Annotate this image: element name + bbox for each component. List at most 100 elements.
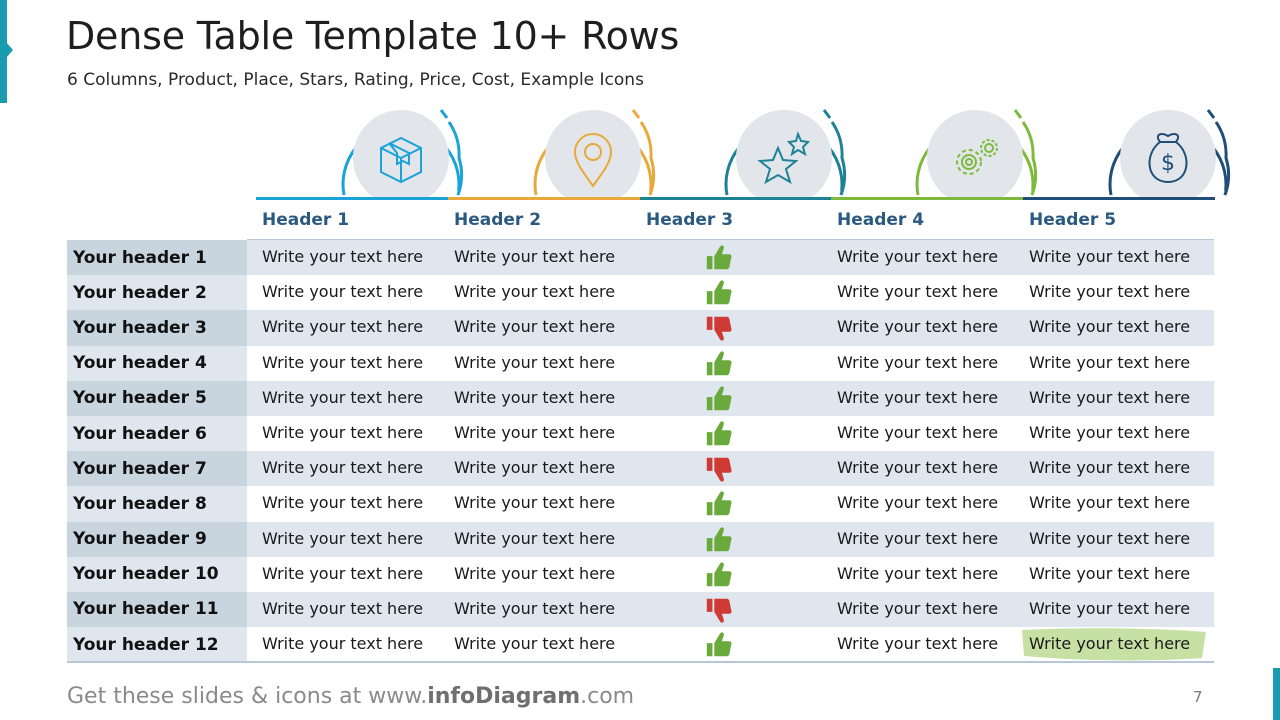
right-accent-bar xyxy=(1273,668,1280,720)
table-cell: Write your text here xyxy=(454,422,616,442)
money-bag-icon: $ xyxy=(1148,133,1188,184)
table-cell: Write your text here xyxy=(1029,387,1191,407)
thumbs-up-icon xyxy=(706,562,732,586)
table-cell: Write your text here xyxy=(262,563,424,583)
column-icon-4 xyxy=(911,100,1039,200)
thumbs-up-icon xyxy=(706,386,732,410)
table-cell: Write your text here xyxy=(837,563,999,583)
column-header-4: Header 4 xyxy=(837,210,925,230)
table-cell: Write your text here xyxy=(837,247,999,266)
table-cell: Write your text here xyxy=(454,458,616,478)
table-row: Your header 10 Write your text here Write … xyxy=(67,556,1214,592)
table-cell: Write your text here xyxy=(1029,247,1191,266)
column-header-5: Header 5 xyxy=(1029,210,1117,230)
table-cell: Write your text here xyxy=(262,317,424,337)
column-header-2: Header 2 xyxy=(454,210,542,230)
thumbs-up-icon xyxy=(706,245,732,270)
table-row: Your header 2 Write your text here Write y… xyxy=(67,275,1214,311)
table-cell: Write your text here xyxy=(837,422,999,442)
location-pin-icon xyxy=(573,133,613,188)
column-underline-3 xyxy=(640,197,831,200)
table-cell: Write your text here xyxy=(837,528,999,548)
table-cell: Write your text here xyxy=(1029,563,1191,583)
footer-prefix: Get these slides & icons at www. xyxy=(67,684,428,709)
table-cell: Write your text here xyxy=(454,634,616,654)
table-cell: Write your text here xyxy=(837,598,999,618)
table-cell: Write your text here xyxy=(262,528,424,548)
table-cell: Write your text here xyxy=(262,598,424,618)
table-bottom-rule xyxy=(67,661,1214,663)
thumbs-up-icon xyxy=(706,526,732,551)
table-cell: Write your text here xyxy=(837,317,999,337)
column-underline-5 xyxy=(1023,197,1215,200)
row-header: Your header 5 xyxy=(67,380,247,416)
table-cell: Write your text here xyxy=(454,387,616,407)
table-cell: Write your text here xyxy=(454,317,616,337)
table-cell: Write your text here xyxy=(837,493,999,513)
table-cell: Write your text here xyxy=(454,563,616,583)
gears-icon xyxy=(956,139,998,175)
column-header-1: Header 1 xyxy=(262,210,350,230)
column-icon-2 xyxy=(529,100,657,200)
column-icon-3 xyxy=(720,100,848,200)
column-underline-4 xyxy=(831,197,1023,200)
table-row: Your header 1 Write your text here Write y… xyxy=(67,240,1214,276)
table-cell: Write your text here xyxy=(454,247,616,266)
table-cell: Write your text here xyxy=(837,458,999,478)
row-header: Your header 12 xyxy=(67,627,247,663)
row-header: Your header 11 xyxy=(67,591,247,628)
table-cell: Write your text here xyxy=(837,387,999,407)
table-cell: Write your text here xyxy=(262,282,424,302)
table-cell: Write your text here xyxy=(454,352,616,372)
table-cell: Write your text here xyxy=(262,352,424,372)
footer-text: Get these slides & icons at www.infoDiag… xyxy=(67,684,634,709)
table-row: Your header 11 Write your text here Write … xyxy=(67,591,1214,628)
row-header: Your header 8 xyxy=(67,486,247,522)
footer-brand: infoDiagram xyxy=(427,684,581,709)
row-header: Your header 1 xyxy=(67,240,247,276)
table-row: Your header 4 Write your text here Write y… xyxy=(67,345,1214,381)
row-header: Your header 7 xyxy=(67,451,247,487)
thumbs-up-icon xyxy=(706,491,732,516)
row-header: Your header 4 xyxy=(67,345,247,381)
table-cell: Write your text here xyxy=(454,493,616,513)
column-underline-1 xyxy=(256,197,448,200)
table-cell: Write your text here xyxy=(837,282,999,302)
thumbs-up-icon xyxy=(706,421,732,446)
row-header: Your header 3 xyxy=(67,310,247,346)
row-header: Your header 2 xyxy=(67,275,247,311)
table-cell: Write your text here xyxy=(1029,422,1191,442)
table-row: Your header 9 Write your text here Write y… xyxy=(67,521,1214,557)
thumbs-down-icon xyxy=(706,598,732,623)
table-row: Your header 3 Write your text here Write y… xyxy=(67,310,1214,346)
table-row: Your header 7 Write your text here Write y… xyxy=(67,451,1214,487)
svg-text:$: $ xyxy=(1161,151,1175,176)
table-row: Your header 8 Write your text here Write y… xyxy=(67,486,1214,522)
table-cell: Write your text here xyxy=(262,493,424,513)
table-cell: Write your text here xyxy=(1029,528,1191,548)
row-header: Your header 10 xyxy=(67,556,247,592)
table-cell: Write your text here xyxy=(454,598,616,618)
thumbs-up-icon xyxy=(706,280,732,305)
column-icon-1 xyxy=(337,100,465,200)
row-header: Your header 6 xyxy=(67,415,247,452)
page-subtitle: 6 Columns, Product, Place, Stars, Rating… xyxy=(67,70,644,90)
box-icon xyxy=(380,136,422,184)
thumbs-down-icon xyxy=(706,317,732,342)
row-header: Your header 9 xyxy=(67,521,247,557)
column-icon-5: $ xyxy=(1104,100,1232,200)
page-title: Dense Table Template 10+ Rows xyxy=(66,14,680,58)
page-number: 7 xyxy=(1193,688,1203,706)
table-cell: Write your text here xyxy=(262,634,424,654)
table-cell: Write your text here xyxy=(262,387,424,407)
column-header-3: Header 3 xyxy=(646,210,734,230)
thumbs-up-icon xyxy=(706,350,732,375)
table-cell: Write your text here xyxy=(1029,282,1191,302)
table-cell: Write your text here xyxy=(454,282,616,302)
table-cell: Write your text here xyxy=(262,422,424,442)
table-row: Your header 6 Write your text here Write y… xyxy=(67,415,1214,452)
table-cell: Write your text here xyxy=(837,634,999,654)
stars-icon xyxy=(757,131,811,185)
column-underline-2 xyxy=(448,197,640,200)
